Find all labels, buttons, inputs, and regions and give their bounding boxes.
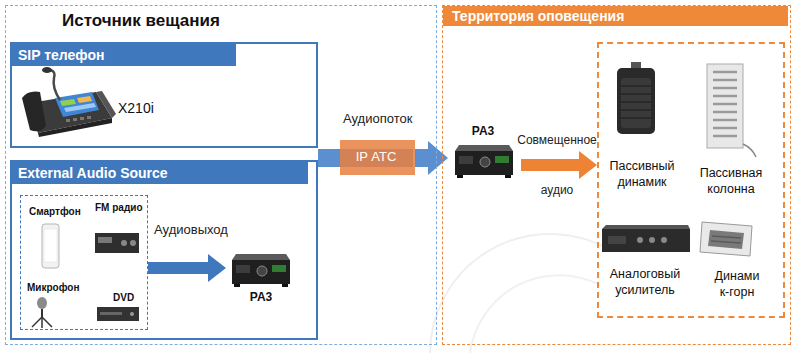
watermark-arcs <box>430 234 610 353</box>
arrow-head <box>428 141 448 175</box>
pa3-device: PA3 <box>226 250 299 308</box>
arrow-shaft <box>148 262 209 274</box>
block-arrow <box>415 141 448 175</box>
sip-phone-box: SIP телефонX210i <box>10 42 318 148</box>
notification-region: Территория оповещенияPA3Пассивный динами… <box>442 5 791 345</box>
speaker-label: Аналоговый усилитель <box>606 266 684 299</box>
passive-speaker-illustration <box>617 62 655 134</box>
source-label: FM радио <box>95 202 143 215</box>
pa3-device: PA3 <box>448 122 521 184</box>
ip-phone-illustration <box>22 67 116 137</box>
arrow-head <box>208 254 226 282</box>
audio-source-box: External Audio SourceСмартфон FM радиоМик… <box>10 160 318 340</box>
source-region: Источник вещанияSIP телефонX210iExternal… <box>5 5 437 345</box>
block-arrow <box>521 151 597 179</box>
block-arrow <box>148 254 226 282</box>
arrow-shaft <box>415 149 429 167</box>
fm-radio-illustration <box>95 233 139 253</box>
arrow-head <box>579 151 597 179</box>
arrow-shaft <box>521 159 580 171</box>
microphone-illustration <box>32 297 52 328</box>
box-header: SIP телефон <box>12 44 236 66</box>
column-speaker-illustration <box>707 64 756 157</box>
band-label: IP АТС <box>340 149 412 165</box>
box-header: External Audio Source <box>12 162 308 184</box>
region-header: Территория оповещения <box>443 6 788 26</box>
speaker-label: Пассивная колонна <box>693 165 769 198</box>
horn-speaker-illustration <box>700 222 752 256</box>
speaker-label: Динами к-горн <box>710 268 764 301</box>
smartphone-illustration <box>42 224 59 268</box>
source-label: DVD <box>113 292 134 305</box>
source-group: Смартфон FM радиоМикрофонDVD <box>20 195 148 330</box>
source-label: Микрофон <box>27 282 79 295</box>
speaker-label: Пассивный динамик <box>605 158 679 191</box>
edge-label: Совмещенное аудио <box>515 115 599 215</box>
device-model: X210i <box>118 100 154 118</box>
device-label: PA3 <box>448 124 518 139</box>
ip-pbx-band: IP АТС <box>340 140 415 175</box>
speaker-group: Пассивный динамик Пассивная колоннаАналог… <box>597 42 785 318</box>
source-label: Смартфон <box>29 206 81 219</box>
flow-label: Аудиопоток <box>343 111 412 127</box>
edge-label: Аудиовыход <box>154 222 228 237</box>
region-title: Источник вещания <box>62 10 220 31</box>
dvd-illustration <box>97 307 139 321</box>
device-label: PA3 <box>226 290 296 305</box>
amplifier-illustration <box>602 225 690 252</box>
